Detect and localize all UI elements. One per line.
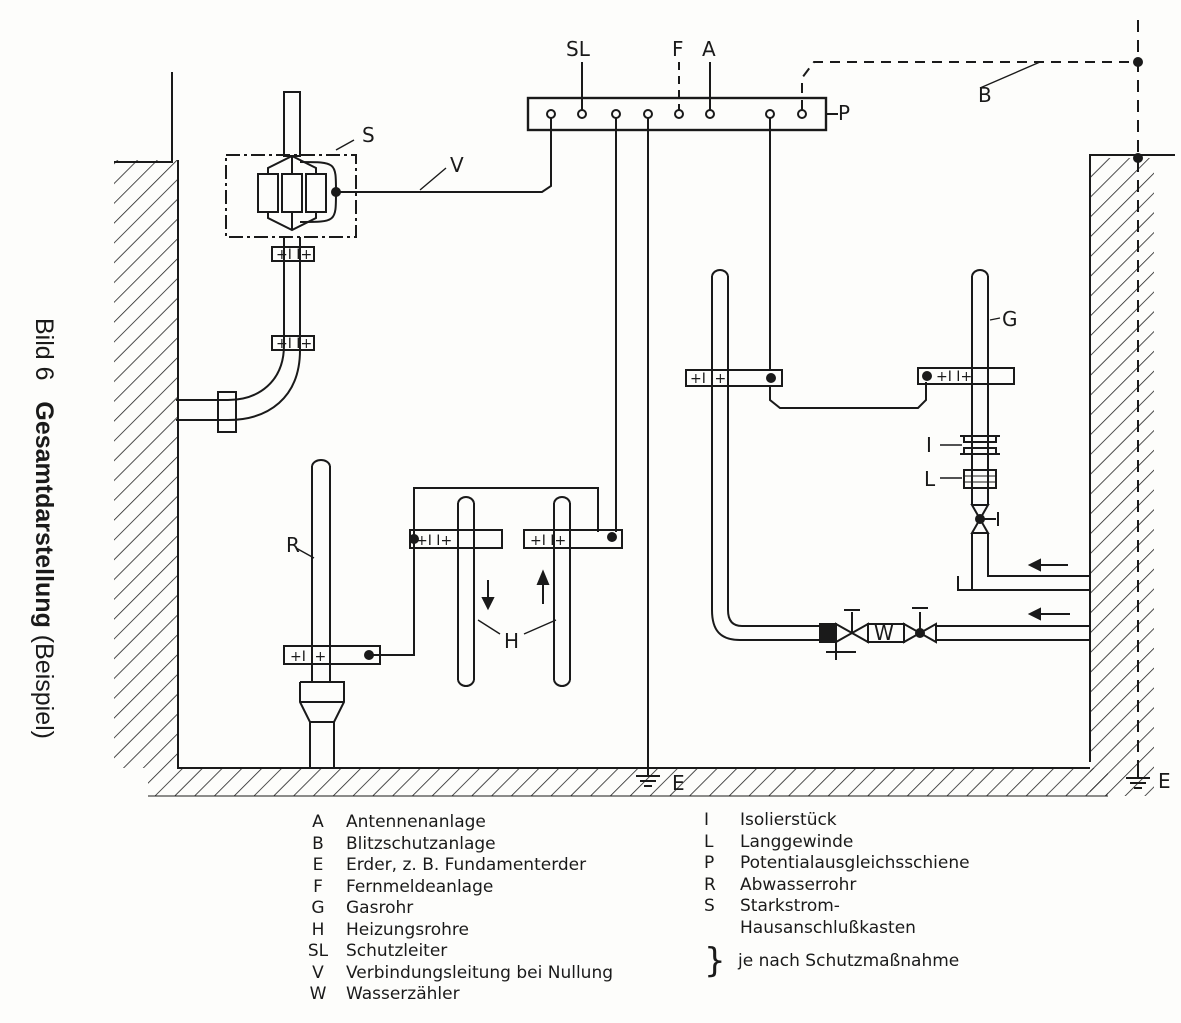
label-e-left: E	[672, 771, 685, 795]
clamp-mark: +I I+	[416, 533, 452, 549]
earth-symbol-left	[636, 770, 660, 787]
label-v: V	[450, 153, 464, 177]
heating-pipes	[373, 487, 623, 687]
earthing-conductors	[615, 118, 1139, 778]
building-foundation	[114, 72, 1175, 797]
legend-note-text: je nach Schutzmaßnahme	[738, 951, 960, 971]
equipotential-bar	[526, 62, 838, 132]
label-w: W	[874, 621, 894, 645]
earth-symbol-right	[1126, 777, 1150, 789]
label-r: R	[286, 533, 300, 557]
label-e-right: E	[1158, 769, 1171, 793]
label-h: H	[504, 629, 519, 653]
label-l: L	[924, 467, 936, 491]
clamp-mark: +I I+	[690, 371, 726, 387]
lightning-protection-line	[801, 20, 1143, 770]
label-g: G	[1002, 307, 1018, 331]
clamp-mark: +I I+	[276, 247, 312, 263]
legend-note: } je nach Schutzmaßnahme	[704, 944, 959, 978]
label-s: S	[362, 123, 375, 147]
legend-item: Hausanschlußkasten	[740, 917, 916, 938]
label-p: P	[838, 101, 850, 125]
clamp-mark: +I I+	[530, 533, 566, 549]
clamp-mark: +I I+	[290, 649, 326, 665]
water-pipe	[685, 118, 1090, 660]
gas-pipe	[769, 269, 1090, 591]
clamp-mark: +I I+	[276, 336, 312, 352]
house-connection-box	[176, 91, 357, 433]
label-b: B	[978, 83, 992, 107]
clamp-mark: +I I+	[936, 369, 972, 385]
label-i: I	[926, 433, 932, 457]
legend-brace: }	[704, 941, 726, 981]
label-f: F	[672, 37, 684, 61]
waste-pipe	[283, 459, 381, 768]
label-a: A	[702, 37, 716, 61]
label-sl: SL	[566, 37, 591, 61]
